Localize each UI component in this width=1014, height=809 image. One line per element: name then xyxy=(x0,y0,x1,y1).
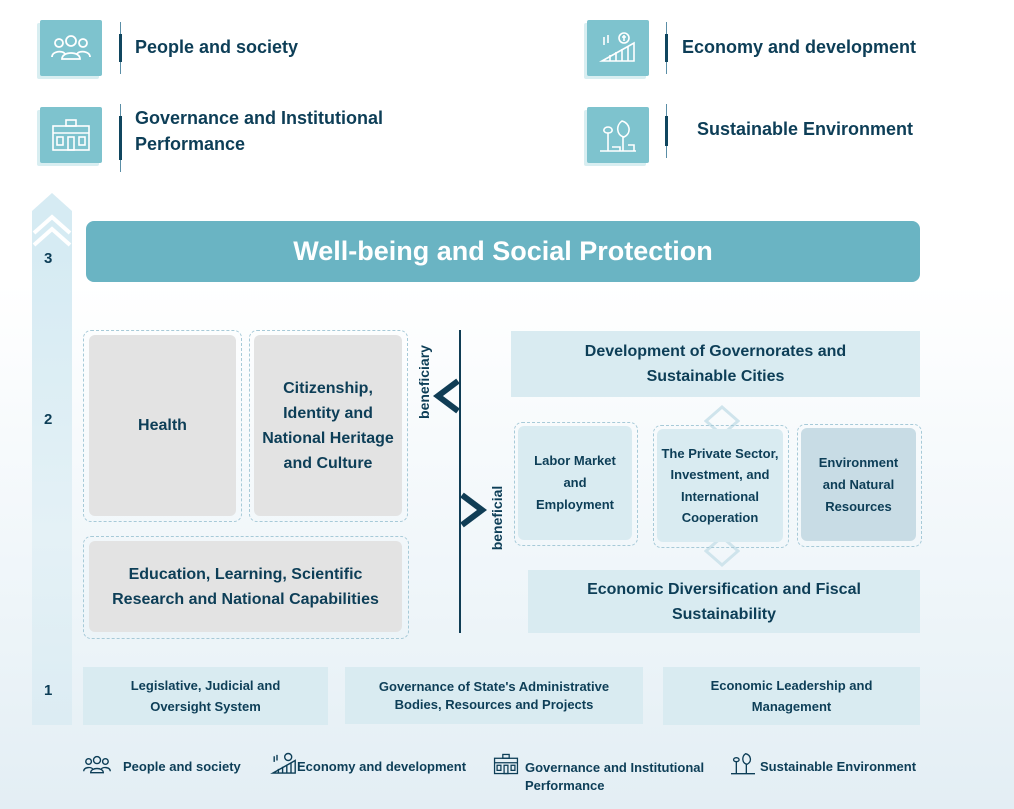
diversification-box: Economic Diversification and Fiscal Sust… xyxy=(528,570,920,633)
legend-separator xyxy=(665,22,668,74)
bottom-legend-economy: Economy and development xyxy=(297,759,467,774)
legend-label-environment: Sustainable Environment xyxy=(697,119,914,139)
beneficiary-label: beneficiary xyxy=(416,345,432,419)
governance-box: Governance of State's Administrative Bod… xyxy=(345,667,643,724)
level-bar xyxy=(32,250,72,725)
citizenship-box: Citizenship, Identity and National Herit… xyxy=(254,335,402,516)
economy-growth-icon xyxy=(270,752,296,774)
bottom-legend-environment: Sustainable Environment xyxy=(760,759,917,774)
level-2-label: 2 xyxy=(44,411,53,428)
labor-box: Labor Market and Employment xyxy=(518,426,632,540)
people-icon xyxy=(40,20,102,76)
level-1-label: 1 xyxy=(44,682,53,699)
diversification-label: Economic Diversification and Fiscal Sust… xyxy=(587,580,861,623)
leadership-label: Economic Leadership and Management xyxy=(710,678,873,714)
health-label: Health xyxy=(138,417,187,434)
citizenship-frame xyxy=(249,330,408,522)
economy-growth-icon xyxy=(587,20,649,76)
legend-label-economy: Economy and development xyxy=(682,37,917,57)
legend-separator xyxy=(119,104,122,172)
sustainable-environment-icon xyxy=(731,752,755,775)
government-building-icon xyxy=(40,107,102,163)
wellbeing-banner: Well-being and Social Protection xyxy=(86,221,920,282)
beneficial-label: beneficial xyxy=(489,485,505,551)
legend-label-governance: Governance and Institutional Performance xyxy=(135,108,384,154)
private-sector-box: The Private Sector, Investment, and Inte… xyxy=(657,429,783,542)
sustainable-environment-icon xyxy=(587,107,649,163)
governance-label: Governance of State's Administrative Bod… xyxy=(378,678,610,712)
citizenship-label: Citizenship, Identity and National Herit… xyxy=(262,379,394,472)
health-box: Health xyxy=(89,335,236,516)
legend-separator xyxy=(119,22,122,74)
divider-line xyxy=(459,330,461,633)
governorates-box: Development of Governorates and Sustaina… xyxy=(511,331,920,397)
bottom-legend-governance: Governance and Institutional Performance xyxy=(525,760,705,793)
environment-label: Environment and Natural Resources xyxy=(818,454,899,514)
legislative-label: Legislative, Judicial and Oversight Syst… xyxy=(130,678,281,714)
education-box: Education, Learning, Scientific Research… xyxy=(89,541,402,632)
people-icon xyxy=(83,755,111,774)
environment-box: Environment and Natural Resources xyxy=(801,428,916,541)
education-frame xyxy=(83,536,409,639)
governorates-label: Development of Governorates and Sustaina… xyxy=(584,343,847,385)
education-label: Education, Learning, Scientific Research… xyxy=(112,565,379,608)
government-building-icon xyxy=(493,753,519,775)
up-chevron-icon xyxy=(32,193,72,253)
wellbeing-title: Well-being and Social Protection xyxy=(293,236,713,266)
bottom-legend-people: People and society xyxy=(123,759,241,774)
level-3-label: 3 xyxy=(44,250,53,267)
private-sector-label: The Private Sector, Investment, and Inte… xyxy=(661,445,779,526)
private-sector-frame xyxy=(653,425,789,548)
environment-frame xyxy=(797,424,922,547)
legend-separator xyxy=(665,104,668,158)
right-chevron-icon xyxy=(460,492,487,528)
leadership-box: Economic Leadership and Management xyxy=(663,667,920,725)
labor-frame xyxy=(514,422,638,546)
health-frame xyxy=(83,330,242,522)
labor-label: Labor Market and Employment xyxy=(534,453,616,512)
legend-label-people: People and society xyxy=(135,37,299,57)
left-chevron-icon xyxy=(433,378,460,414)
legislative-box: Legislative, Judicial and Oversight Syst… xyxy=(83,667,328,725)
